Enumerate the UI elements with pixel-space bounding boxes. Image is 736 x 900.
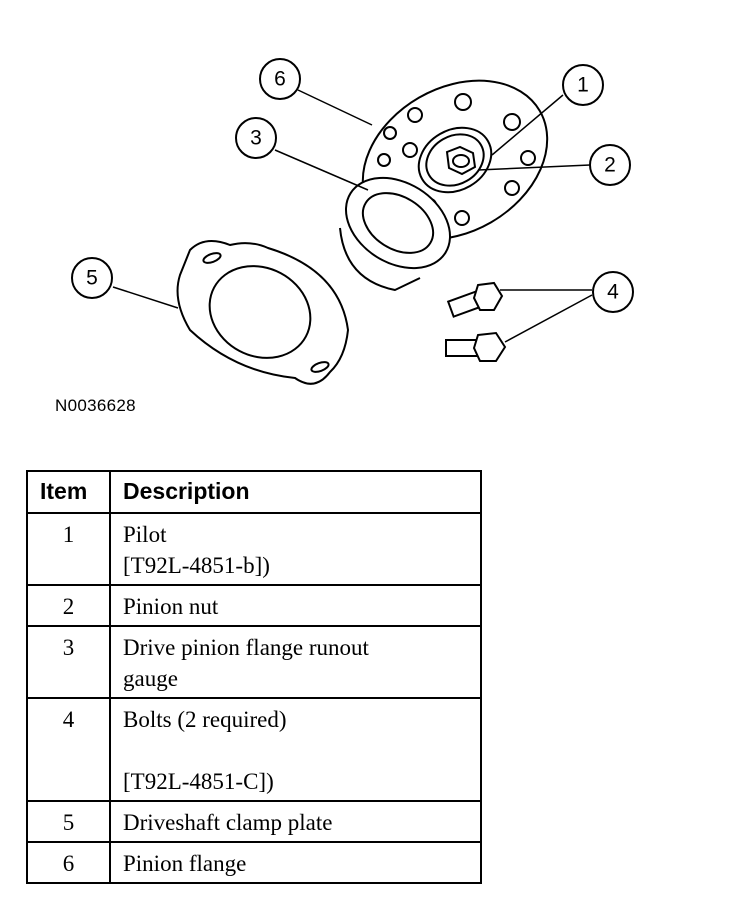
callout-label-1: 1	[577, 74, 589, 97]
table-row: 3 Drive pinion flange runout gauge	[26, 625, 482, 699]
callout-label-3: 3	[250, 127, 262, 150]
table-row: 2 Pinion nut	[26, 584, 482, 627]
description-line: Pinion flange	[123, 851, 247, 876]
table-row: 4 Bolts (2 required) [T92L-4851-C])	[26, 697, 482, 802]
callout-circle-6	[259, 58, 301, 100]
item-number-cell: 5	[26, 800, 111, 843]
exploded-parts-illustration: 6 1 3 2 5 4	[71, 58, 634, 385]
callout-circle-4	[592, 271, 634, 313]
clamp-plate	[176, 240, 350, 385]
header-description: Description	[109, 470, 482, 514]
callout-circle-5	[71, 257, 113, 299]
description-cell: Drive pinion flange runout gauge	[109, 625, 482, 699]
description-cell: Driveshaft clamp plate	[109, 800, 482, 843]
description-line: Drive pinion flange runout	[123, 635, 369, 660]
description-cell: Bolts (2 required) [T92L-4851-C])	[109, 697, 482, 802]
description-cell: Pilot [T92L-4851-b])	[109, 512, 482, 586]
runout-gauge	[339, 176, 452, 292]
description-line: Pilot	[123, 522, 167, 547]
callout-label-5: 5	[86, 267, 98, 290]
description-line: [T92L-4851-C])	[123, 769, 274, 794]
figure-id: N0036628	[55, 396, 136, 415]
pinion-nut	[445, 145, 477, 176]
bolt-upper	[446, 281, 504, 318]
table-row: 5 Driveshaft clamp plate	[26, 800, 482, 843]
item-number-cell: 2	[26, 584, 111, 627]
item-number-cell: 3	[26, 625, 111, 699]
description-line: Bolts (2 required)	[123, 707, 287, 732]
item-number-cell: 1	[26, 512, 111, 586]
item-number-cell: 4	[26, 697, 111, 802]
callout-circle-3	[235, 117, 277, 159]
callout-label-4: 4	[607, 281, 619, 304]
description-line: Driveshaft clamp plate	[123, 810, 333, 835]
callout-circle-1	[562, 64, 604, 106]
callout-label-6: 6	[274, 68, 286, 91]
description-line: [T92L-4851-b])	[123, 553, 270, 578]
description-line: gauge	[123, 666, 178, 691]
table-row: 1 Pilot [T92L-4851-b])	[26, 512, 482, 586]
description-cell: Pinion nut	[109, 584, 482, 627]
bolt-lower	[445, 331, 507, 362]
table-header-row: Item Description	[26, 470, 482, 514]
callout-circle-2	[589, 144, 631, 186]
description-cell: Pinion flange	[109, 841, 482, 884]
item-number-cell: 6	[26, 841, 111, 884]
description-line: Pinion nut	[123, 594, 219, 619]
table-row: 6 Pinion flange	[26, 841, 482, 884]
description-line	[123, 735, 472, 766]
leader-lines	[112, 89, 593, 343]
header-item: Item	[26, 470, 111, 514]
callout-label-2: 2	[604, 154, 616, 177]
